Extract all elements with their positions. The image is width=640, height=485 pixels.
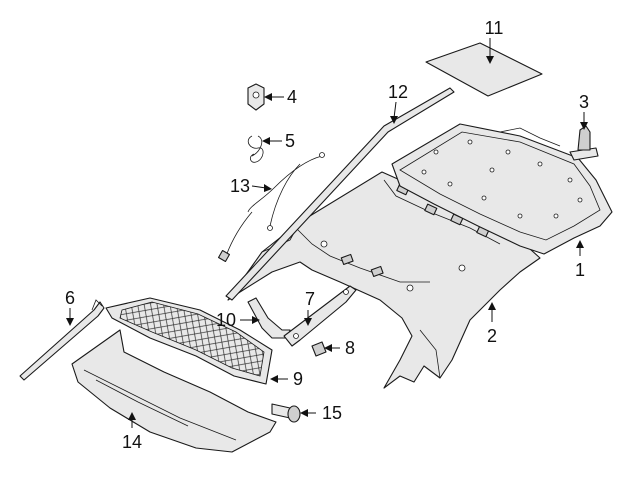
callout-8: 8 bbox=[345, 338, 355, 358]
bracket-part bbox=[247, 83, 265, 111]
callout-3: 3 bbox=[579, 92, 589, 112]
callout-15: 15 bbox=[322, 403, 342, 423]
callout-11: 11 bbox=[485, 18, 504, 38]
rear-panel-part bbox=[71, 329, 277, 453]
callout-13: 13 bbox=[230, 176, 250, 196]
insulation-pad-part bbox=[425, 42, 543, 97]
hook-part bbox=[247, 297, 291, 339]
spring-clip-part bbox=[247, 135, 264, 163]
side-trim-part bbox=[19, 299, 105, 381]
bolt-part bbox=[271, 403, 301, 423]
cable-part bbox=[217, 152, 325, 263]
leader-lines bbox=[66, 38, 588, 428]
callout-5: 5 bbox=[285, 131, 295, 151]
callout-9: 9 bbox=[293, 369, 303, 389]
callout-4: 4 bbox=[287, 87, 297, 107]
trim-strip-part bbox=[225, 87, 455, 301]
callout-12: 12 bbox=[388, 82, 408, 102]
callout-14: 14 bbox=[122, 432, 142, 452]
mesh-panel-part bbox=[105, 297, 273, 385]
handle-bracket-part bbox=[283, 285, 357, 347]
callout-6: 6 bbox=[65, 288, 75, 308]
clip-part bbox=[569, 125, 599, 161]
callout-1: 1 bbox=[575, 260, 585, 280]
callout-7: 7 bbox=[305, 289, 315, 309]
callout-2: 2 bbox=[487, 326, 497, 346]
callout-10: 10 bbox=[216, 310, 236, 330]
roof-liner-part bbox=[391, 123, 613, 255]
cap-part bbox=[311, 341, 327, 357]
